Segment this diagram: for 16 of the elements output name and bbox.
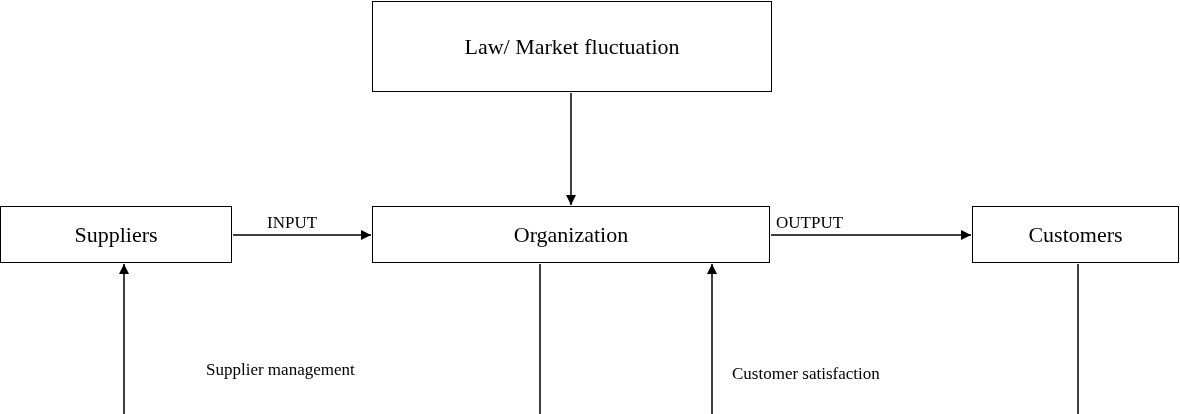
node-label: Organization xyxy=(513,221,629,248)
node-label: Law/ Market fluctuation xyxy=(464,33,680,60)
process-box xyxy=(372,206,770,263)
note-text: Supplier management xyxy=(204,360,357,380)
arrow xyxy=(770,230,972,240)
process-box xyxy=(972,206,1179,263)
arrow xyxy=(232,230,372,240)
arrow xyxy=(707,263,717,414)
node-label: Suppliers xyxy=(74,221,158,248)
connector-line xyxy=(1077,263,1079,414)
arrow xyxy=(119,263,129,414)
process-box xyxy=(372,1,772,92)
node-label: Customers xyxy=(1028,221,1123,248)
connector-line xyxy=(539,263,541,414)
process-box xyxy=(0,206,232,263)
arrow xyxy=(566,92,576,206)
